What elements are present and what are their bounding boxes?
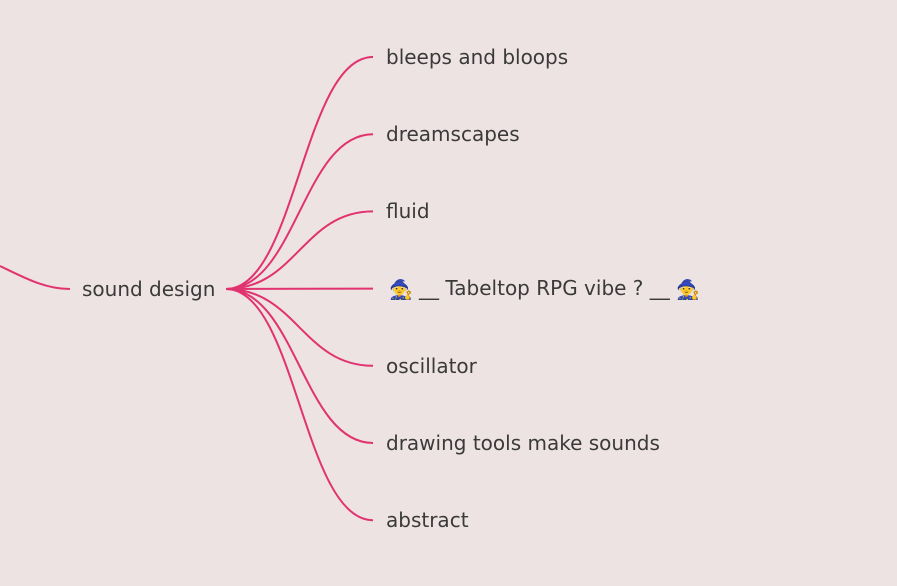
child-node-label: oscillator [386, 353, 477, 378]
parent-connector [0, 265, 71, 290]
child-node-tabletop-rpg-vibe[interactable]: 🧙 __ Tabeltop RPG vibe ? __ 🧙 [389, 275, 700, 303]
root-node-sound-design[interactable]: sound design [82, 276, 215, 302]
child-node-bleeps-and-bloops[interactable]: bleeps and bloops [386, 44, 568, 70]
child-node-label: drawing tools make sounds [386, 431, 660, 455]
child-node-label: dreamscapes [386, 122, 520, 147]
branch-connector [225, 288, 374, 367]
child-node-label: __ Tabeltop RPG vibe ? __ [419, 275, 670, 300]
child-node-oscillator[interactable]: oscillator [386, 353, 477, 379]
branch-connector [225, 56, 374, 290]
branch-connector [225, 133, 374, 290]
child-node-dreamscapes[interactable]: dreamscapes [386, 121, 520, 147]
branch-connector [225, 210, 374, 290]
child-node-label: bleeps and bloops [386, 45, 569, 69]
child-node-drawing-tools-make-sounds[interactable]: drawing tools make sounds [386, 430, 660, 456]
root-node-label: sound design [82, 277, 216, 301]
child-node-label: fluid [386, 199, 430, 224]
wizard-icon: 🧙 [389, 278, 413, 301]
wizard-icon: 🧙 [676, 278, 700, 301]
child-node-abstract[interactable]: abstract [386, 507, 469, 533]
child-node-fluid[interactable]: fluid [386, 198, 430, 224]
child-node-label: abstract [386, 508, 469, 533]
branch-connector [225, 288, 374, 522]
branch-connector [225, 288, 374, 444]
